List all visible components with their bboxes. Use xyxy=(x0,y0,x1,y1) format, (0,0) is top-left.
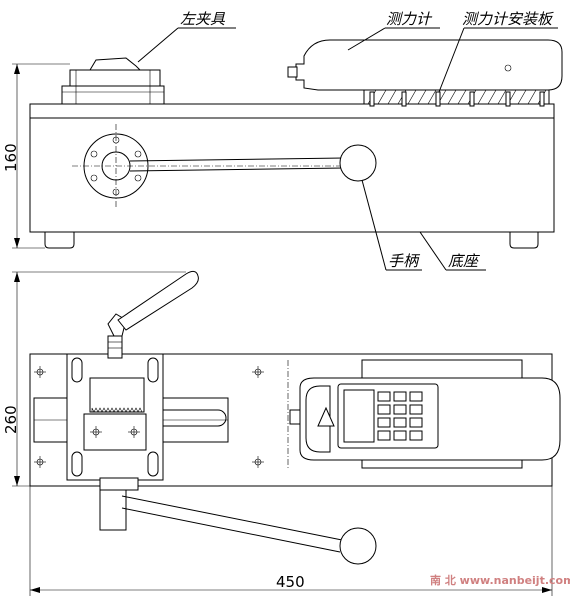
label-left-clamp: 左夹具 xyxy=(180,10,226,28)
dimension-depth: 260 xyxy=(2,271,186,487)
force-gauge-front xyxy=(287,39,563,91)
dim-450: 450 xyxy=(276,573,305,591)
label-base: 底座 xyxy=(448,252,480,270)
gauge-mount-plate xyxy=(363,89,550,107)
triangle-warning-icon xyxy=(317,406,335,427)
watermark: 南 北 www.nanbeijt.com xyxy=(430,573,570,587)
label-handle: 手柄 xyxy=(388,252,421,270)
force-gauge-top xyxy=(289,377,561,461)
base-foot-right xyxy=(509,231,539,249)
dim-260: 260 xyxy=(2,405,20,434)
top-view: 260 450 南 北 www.nanbeijt.com xyxy=(2,270,570,596)
dimension-length: 450 xyxy=(29,486,553,596)
base-top-plate xyxy=(29,103,555,119)
label-gauge-mount-plate: 测力计安装板 xyxy=(462,10,554,28)
front-view: 160 左夹具 测力计 测力计安装板 手柄 底座 xyxy=(2,10,563,271)
left-clamp xyxy=(61,57,165,105)
clamp-assembly xyxy=(66,270,199,531)
leader-lines xyxy=(137,27,558,271)
handle-hub-front xyxy=(72,124,377,208)
dim-160: 160 xyxy=(2,143,20,172)
base-foot-left xyxy=(44,231,75,249)
handle-lever-top xyxy=(121,495,377,565)
label-gauge: 测力计 xyxy=(386,10,433,28)
dimension-height: 160 xyxy=(2,63,70,249)
